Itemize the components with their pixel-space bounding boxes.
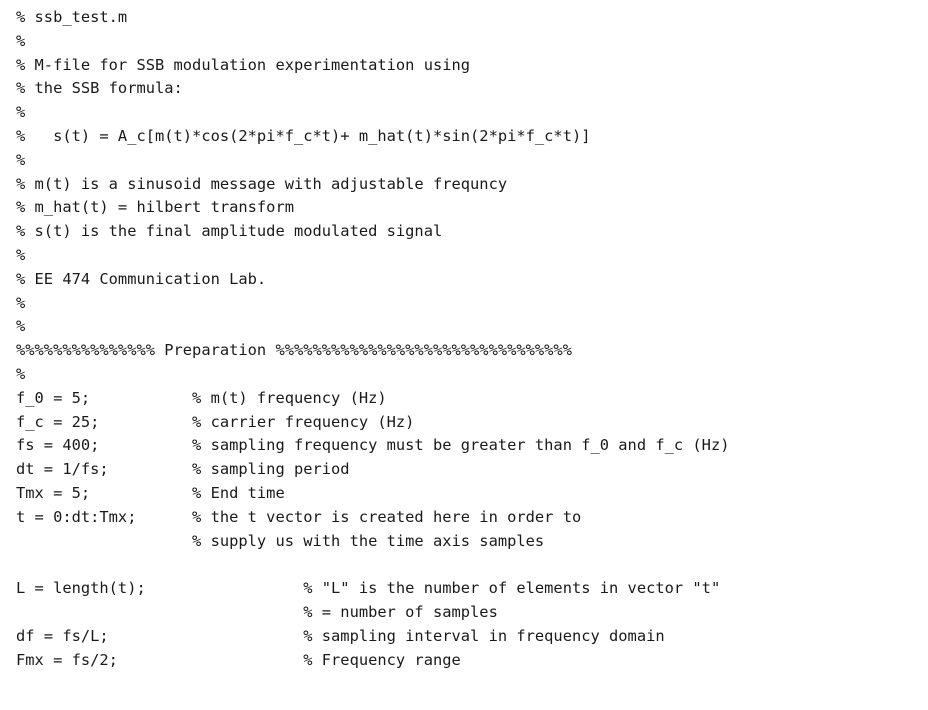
code-line: % = number of samples [16, 602, 498, 621]
code-line: % m_hat(t) = hilbert transform [16, 198, 294, 217]
code-line: fs = 400; % sampling frequency must be g… [16, 436, 730, 455]
code-line: % EE 474 Communication Lab. [16, 269, 267, 288]
code-line: % [16, 293, 26, 312]
code-line: % [16, 150, 26, 169]
code-line: t = 0:dt:Tmx; % the t vector is created … [16, 507, 582, 526]
code-line: % m(t) is a sinusoid message with adjust… [16, 174, 508, 193]
code-line: % s(t) is the final amplitude modulated … [16, 222, 443, 241]
code-line: f_0 = 5; % m(t) frequency (Hz) [16, 388, 387, 407]
code-line: %%%%%%%%%%%%%%% Preparation %%%%%%%%%%%%… [16, 341, 572, 360]
code-line: f_c = 25; % carrier frequency (Hz) [16, 412, 415, 431]
code-line: Tmx = 5; % End time [16, 483, 285, 502]
code-line: % [16, 31, 26, 50]
code-line: Fmx = fs/2; % Frequency range [16, 650, 461, 669]
code-line: % [16, 317, 26, 336]
code-line: % [16, 245, 26, 264]
code-line: % s(t) = A_c[m(t)*cos(2*pi*f_c*t)+ m_hat… [16, 126, 591, 145]
code-line: % [16, 364, 26, 383]
code-line: % the SSB formula: [16, 79, 183, 98]
code-line: % [16, 103, 26, 122]
code-line: df = fs/L; % sampling interval in freque… [16, 626, 665, 645]
code-line: % supply us with the time axis samples [16, 531, 545, 550]
code-line: dt = 1/fs; % sampling period [16, 460, 350, 479]
code-line [16, 553, 729, 577]
code-line: % M-file for SSB modulation experimentat… [16, 55, 471, 74]
code-line: % ssb_test.m [16, 8, 128, 26]
code-listing: % ssb_test.m% % M-file for SSB modulation… [16, 6, 729, 672]
code-line: L = length(t); % "L" is the number of el… [16, 579, 721, 598]
